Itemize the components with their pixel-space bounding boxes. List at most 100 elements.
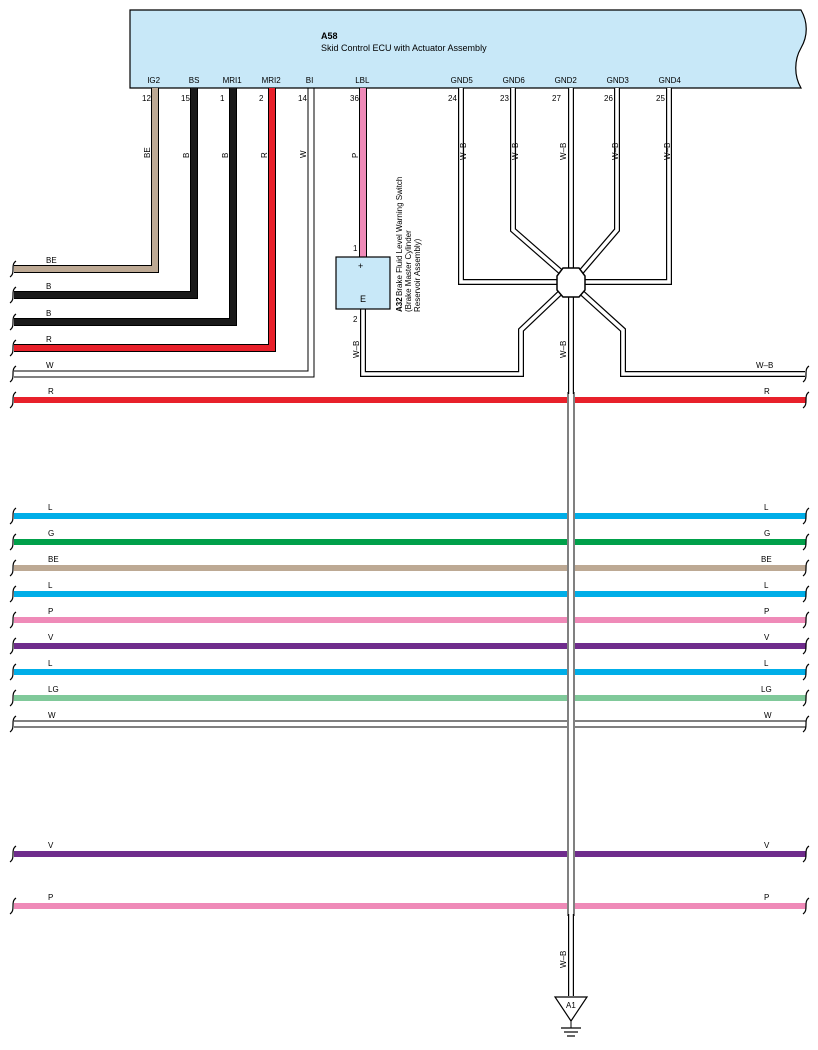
through-right-break-3 — [802, 559, 810, 577]
pin-wire-color-4: W — [299, 150, 308, 158]
through-left-break-9 — [9, 715, 17, 733]
pin-name-gnd4: GND4 — [659, 76, 682, 85]
through-right-label-10: V — [764, 841, 770, 850]
through-right-break-1 — [802, 507, 810, 525]
through-right-break-10 — [802, 845, 810, 863]
through-right-label-11: P — [764, 893, 769, 902]
ground-wire-color: W–B — [559, 951, 568, 968]
pin-number-lbl: 36 — [350, 94, 359, 103]
through-right-label-4: L — [764, 581, 769, 590]
right-wb-label: W–B — [756, 361, 773, 370]
through-right-break-4 — [802, 585, 810, 603]
through-right-label-9: W — [764, 711, 772, 720]
through-right-break-2 — [802, 533, 810, 551]
through-right-break-5 — [802, 611, 810, 629]
through-right-label-3: BE — [761, 555, 772, 564]
trunk-gap — [567, 394, 575, 914]
gnd6-wire-outline — [510, 88, 563, 275]
pin-wire-color-2: B — [221, 153, 230, 158]
right-wb-wire-core — [579, 290, 805, 376]
gnd4-wire-color: W–B — [663, 143, 672, 160]
through-right-break-8 — [802, 689, 810, 707]
through-left-label-0: R — [48, 387, 54, 396]
switch-wire-color: W–B — [352, 341, 361, 358]
left-wire-w-outer — [14, 88, 309, 372]
switch-pin1: 1 — [353, 244, 358, 253]
through-right-label-8: LG — [761, 685, 772, 694]
through-left-break-0 — [9, 391, 17, 409]
left-wire-0-core — [14, 88, 158, 272]
gnd3-wire-color: W–B — [611, 143, 620, 160]
left-wire-3 — [14, 88, 276, 352]
ecu-connector-a58: A58 Skid Control ECU with Actuator Assem… — [129, 9, 807, 89]
through-left-label-10: V — [48, 841, 54, 850]
through-left-break-6 — [9, 637, 17, 655]
pin-name-gnd6: GND6 — [503, 76, 526, 85]
left-break-0 — [9, 260, 17, 278]
pin-name-gnd5: GND5 — [451, 76, 474, 85]
through-right-label-1: L — [764, 503, 769, 512]
switch-name-line3: Reservoir Assembly) — [413, 238, 422, 312]
left-wire-label-4: W — [46, 361, 54, 370]
left-wire-3-core — [14, 88, 275, 351]
through-right-break-9 — [802, 715, 810, 733]
pin-number-mri2: 2 — [259, 94, 264, 103]
pin-number-gnd2: 27 — [552, 94, 561, 103]
gnd3-wire-outline — [578, 88, 620, 274]
pin-name-ig2: IG2 — [147, 76, 160, 85]
ecu-box — [129, 9, 807, 89]
switch-name-line1: Brake Fluid Level Warning Switch — [395, 177, 404, 296]
pin-number-bs: 15 — [181, 94, 190, 103]
through-left-break-4 — [9, 585, 17, 603]
left-break-1 — [9, 286, 17, 304]
through-right-label-7: L — [764, 659, 769, 668]
pin-name-mri2: MRI2 — [262, 76, 282, 85]
splice-wire-color: W–B — [559, 341, 568, 358]
left-break-4 — [9, 365, 17, 383]
gnd5-wire-core — [459, 88, 558, 284]
left-wire-label-1: B — [46, 282, 51, 291]
ecu-name: Skid Control ECU with Actuator Assembly — [321, 43, 487, 53]
left-wire-1 — [14, 88, 198, 299]
through-left-break-11 — [9, 897, 17, 915]
through-left-break-10 — [9, 845, 17, 863]
through-right-label-2: G — [764, 529, 770, 538]
gnd4-wire-core — [584, 88, 671, 284]
through-left-break-8 — [9, 689, 17, 707]
pin-name-gnd3: GND3 — [607, 76, 630, 85]
pin-number-gnd4: 25 — [656, 94, 665, 103]
left-wire-0 — [14, 88, 159, 273]
gnd6-wire-color: W–B — [511, 143, 520, 160]
through-left-label-11: P — [48, 893, 53, 902]
through-left-label-2: G — [48, 529, 54, 538]
through-right-break-11 — [802, 897, 810, 915]
through-left-break-7 — [9, 663, 17, 681]
through-left-label-4: L — [48, 581, 53, 590]
through-left-break-1 — [9, 507, 17, 525]
pin-name-bi: BI — [306, 76, 314, 85]
ecu-pins: IG212BS15MRI11MRI22BI14LBL36GND524GND623… — [142, 76, 681, 103]
left-break-2 — [9, 313, 17, 331]
through-right-label-0: R — [764, 387, 770, 396]
through-left-label-1: L — [48, 503, 53, 512]
pin-number-mri1: 1 — [220, 94, 225, 103]
left-wire-2 — [14, 88, 237, 326]
switch-plus: + — [358, 261, 363, 271]
switch-pin2: 2 — [353, 315, 358, 324]
left-wire-label-0: BE — [46, 256, 57, 265]
left-wire-0-outline — [14, 88, 159, 273]
through-left-label-8: LG — [48, 685, 59, 694]
left-wire-1-outline — [14, 88, 198, 299]
through-left-break-2 — [9, 533, 17, 551]
pin-wire-color-0: BE — [143, 147, 152, 158]
pin-name-bs: BS — [189, 76, 200, 85]
through-left-label-3: BE — [48, 555, 59, 564]
right-wb-break — [802, 365, 810, 383]
switch-name-line2: (Brake Master Cylinder — [404, 230, 413, 312]
pin-number-gnd6: 23 — [500, 94, 509, 103]
switch-e: E — [360, 294, 366, 304]
ground-triangle — [553, 996, 589, 1023]
ground-code: A1 — [566, 1001, 576, 1010]
